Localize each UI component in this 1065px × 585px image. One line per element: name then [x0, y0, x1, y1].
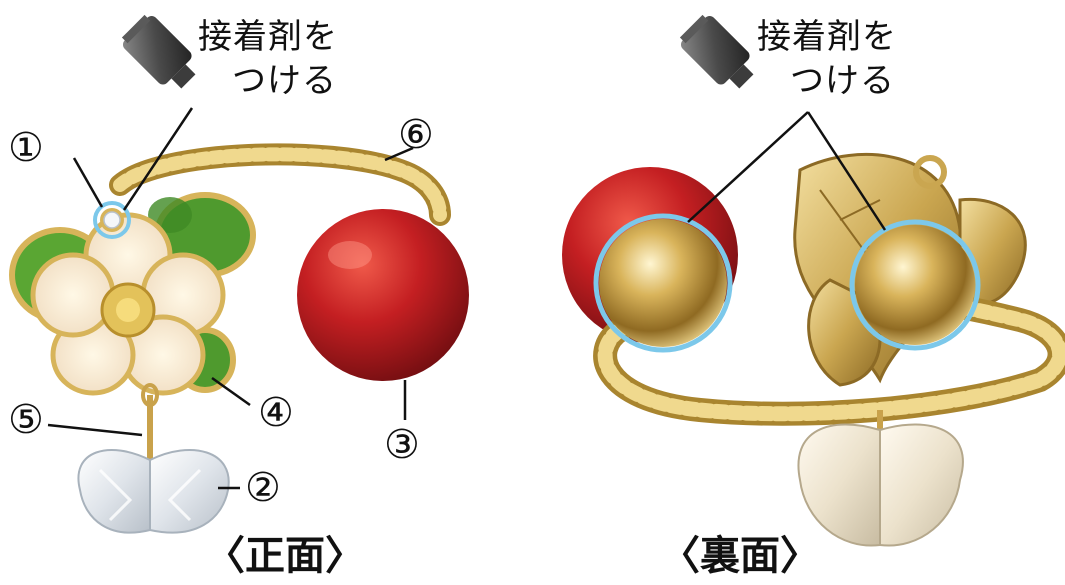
back-glue-instruction-line2: つける — [790, 61, 895, 101]
back-left-glue-point — [593, 213, 733, 353]
glue-leader-line — [122, 107, 194, 211]
callout-1: ① — [8, 125, 44, 171]
callout-3: ③ — [384, 422, 420, 468]
front-view-label: 〈正面〉 — [205, 533, 365, 579]
back-glue-tube-icon — [679, 14, 754, 89]
front-leader-lines — [47, 107, 414, 490]
back-view-label: 〈裏面〉 — [660, 533, 820, 579]
callout-6-leader — [384, 146, 414, 162]
front-rhinestone — [93, 201, 131, 239]
callout-5: ⑤ — [8, 397, 44, 443]
callout-5-leader — [47, 423, 143, 437]
back-crystal-butterfly — [797, 410, 964, 547]
back-glue-instruction-line1: 接着剤を — [757, 17, 897, 57]
back-right-glue-point — [849, 219, 981, 351]
front-flower — [30, 212, 226, 396]
callout-4: ④ — [258, 390, 294, 436]
front-red-pearl — [297, 209, 469, 381]
back-view — [562, 14, 1065, 547]
back-leader-lines — [687, 111, 887, 231]
front-twisted-ring — [109, 143, 451, 226]
front-glue-instruction-line1: 接着剤を — [198, 17, 338, 57]
front-view — [9, 14, 469, 534]
callout-1-leader — [72, 157, 104, 208]
back-twisted-ring — [593, 288, 1065, 426]
callout-2: ② — [245, 465, 281, 511]
front-crystal-butterfly — [77, 383, 230, 534]
front-glue-instruction-line2: つける — [232, 61, 337, 101]
front-glue-tube-icon — [121, 14, 196, 89]
callout-6: ⑥ — [398, 112, 434, 158]
callout-4-leader — [211, 376, 251, 407]
